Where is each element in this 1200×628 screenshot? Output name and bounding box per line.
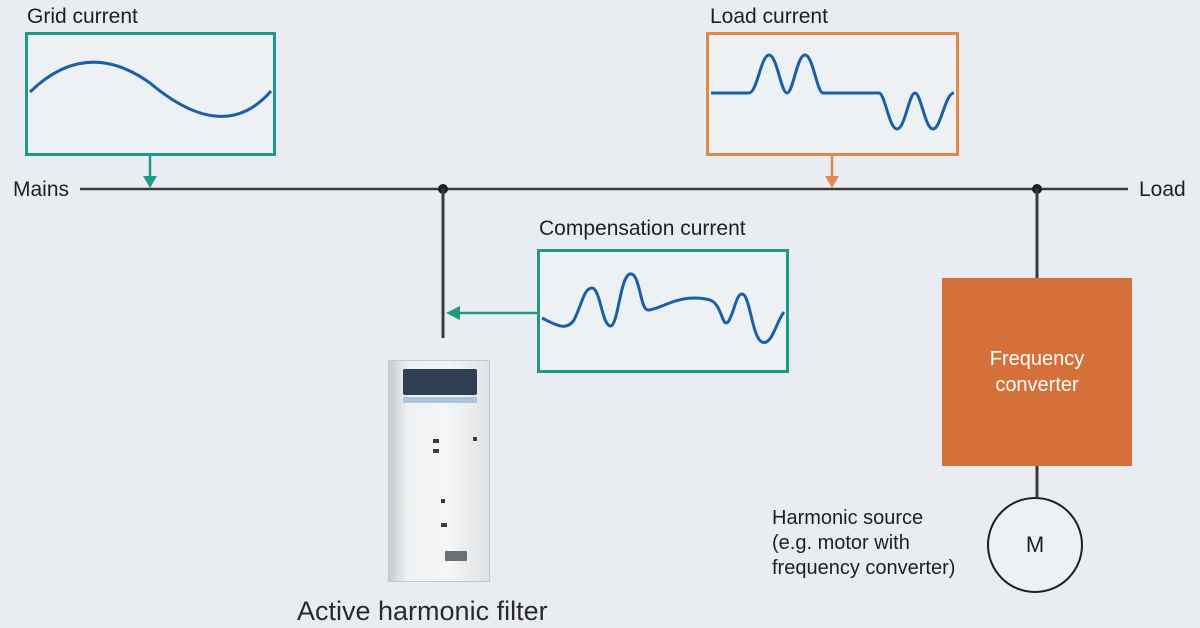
device-indicator — [433, 439, 439, 443]
active-harmonic-filter-device — [388, 360, 490, 582]
compensation-current-wave — [541, 272, 786, 344]
load-current-distorted-wave — [711, 53, 955, 131]
mains-label: Mains — [13, 178, 70, 201]
compensation-current-waveform-box — [537, 249, 789, 373]
load-current-label: Load current — [710, 5, 828, 28]
grid-current-arrow-head — [143, 176, 157, 188]
harmonic-source-line2: (e.g. motor with — [772, 532, 910, 554]
device-display-panel — [403, 369, 477, 395]
grid-current-sine-wave — [28, 60, 273, 118]
device-indicator — [441, 499, 445, 503]
compensation-current-label: Compensation current — [539, 217, 746, 240]
load-label: Load — [1139, 178, 1186, 201]
device-indicator — [445, 551, 467, 561]
device-indicator — [433, 449, 439, 453]
frequency-converter-label-line2: converter — [995, 374, 1079, 396]
load-current-waveform-box — [706, 32, 959, 156]
device-indicator — [473, 437, 477, 441]
device-indicator — [441, 523, 447, 527]
harmonic-source-description: Harmonic source (e.g. motor with frequen… — [772, 506, 955, 581]
motor-symbol: M — [987, 497, 1083, 593]
frequency-converter-label-line1: Frequency — [989, 348, 1085, 370]
harmonic-source-line3: frequency converter) — [772, 557, 956, 579]
motor-label: M — [1025, 532, 1045, 557]
grid-current-waveform-box — [25, 32, 276, 156]
harmonic-source-line1: Harmonic source — [772, 507, 924, 529]
device-stripe — [403, 397, 477, 403]
compensation-arrow-head — [446, 306, 460, 320]
load-current-arrow-head — [825, 176, 839, 188]
active-harmonic-filter-label: Active harmonic filter — [297, 596, 548, 626]
grid-current-label: Grid current — [27, 5, 138, 28]
frequency-converter-box: Frequency converter — [942, 278, 1132, 466]
